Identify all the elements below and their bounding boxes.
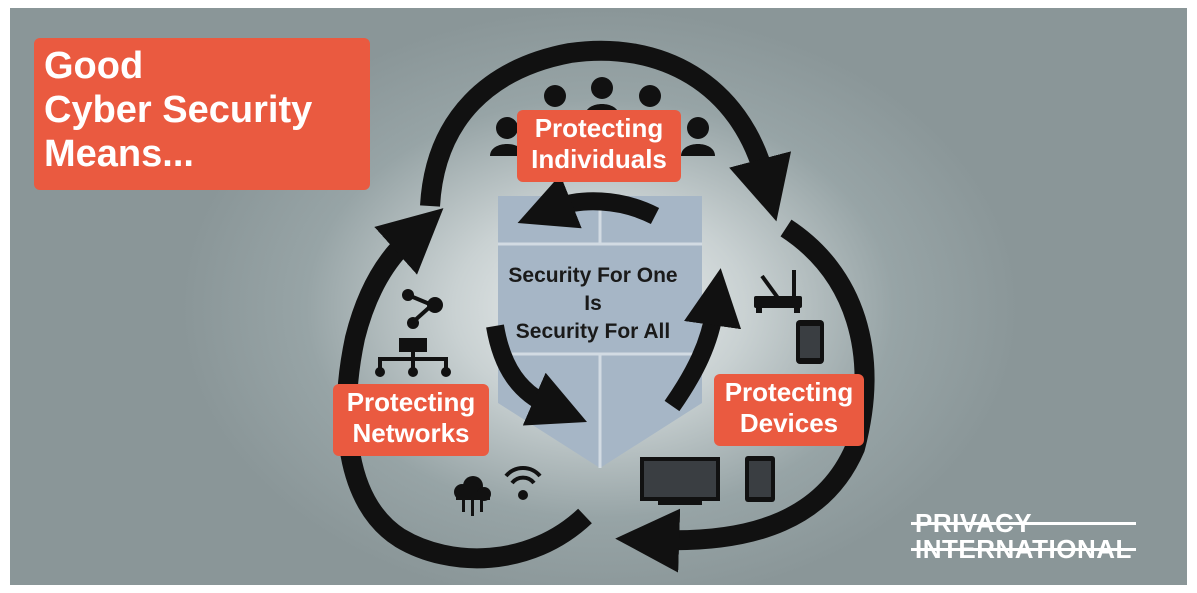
tablet-icon xyxy=(745,456,775,502)
arrow-top xyxy=(420,40,792,222)
share-nodes-icon xyxy=(402,289,443,329)
label-line: Individuals xyxy=(531,144,667,174)
cloud-icon xyxy=(454,476,491,516)
label-line: Devices xyxy=(739,408,839,438)
headline-line: Good xyxy=(44,45,144,87)
privacy-international-logo: PRIVACY INTERNATIONAL xyxy=(911,510,1136,564)
diagram-graphics xyxy=(336,40,875,573)
center-line: Is xyxy=(584,292,602,315)
headline-line: Means... xyxy=(44,133,194,175)
inner-arrow-right xyxy=(664,268,742,412)
outer-cycle-arrows xyxy=(336,40,875,573)
label-protecting-networks: Protecting Networks xyxy=(333,384,489,456)
smartphone-icon xyxy=(796,320,824,364)
inner-arrows xyxy=(486,174,742,426)
arrow-right xyxy=(615,219,875,573)
infographic-canvas: Good Cyber Security Means... Protecting … xyxy=(10,8,1187,585)
headline-line: Cyber Security xyxy=(44,89,313,131)
router-icon xyxy=(754,270,802,313)
label-line: Protecting xyxy=(534,113,664,143)
monitor-icon xyxy=(640,457,720,505)
label-line: Protecting xyxy=(346,387,476,417)
label-line: Networks xyxy=(352,418,470,448)
shield-center-text: Security For One Is Security For All xyxy=(488,262,698,346)
center-line: Security For All xyxy=(515,320,671,343)
label-line: Protecting xyxy=(724,377,854,407)
center-line: Security For One xyxy=(508,264,678,287)
label-protecting-individuals: Protecting Individuals xyxy=(517,110,681,182)
arrow-left xyxy=(336,208,592,569)
inner-arrow-left xyxy=(486,324,587,426)
label-protecting-devices: Protecting Devices xyxy=(714,374,864,446)
logo-line: PRIVACY xyxy=(911,510,1136,536)
hierarchy-icon xyxy=(375,338,451,377)
logo-line: INTERNATIONAL xyxy=(911,534,1136,564)
inner-arrow-top xyxy=(517,174,660,229)
wifi-icon xyxy=(504,465,542,500)
headline-box: Good Cyber Security Means... xyxy=(34,38,370,190)
